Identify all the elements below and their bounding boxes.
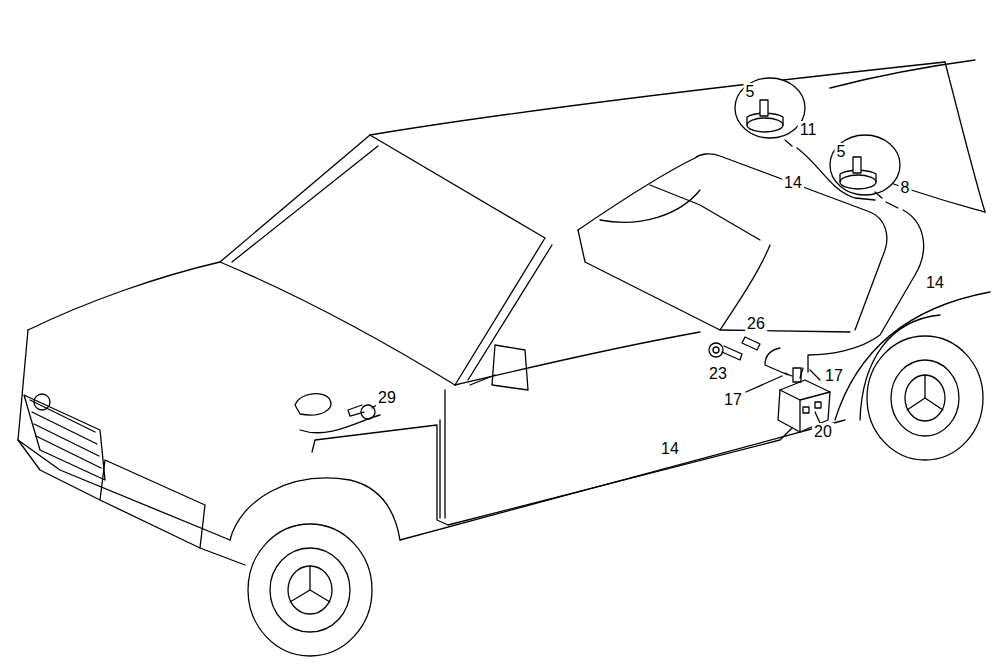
rear-wheel [867, 336, 983, 460]
callout-number: 8 [899, 179, 912, 197]
car-body [468, 245, 552, 380]
front-wheel [310, 590, 330, 602]
callout-number: 5 [835, 143, 848, 161]
car-body [830, 60, 975, 88]
callout-number: 5 [744, 83, 757, 101]
car-body [18, 60, 990, 565]
car-body [492, 345, 528, 390]
rear-seat [600, 190, 700, 222]
vacuum-element [747, 118, 783, 132]
car-body [455, 332, 700, 385]
leader-line [372, 370, 820, 423]
rear-wheel [905, 375, 945, 421]
small-parts [348, 337, 792, 419]
car-body [200, 548, 245, 565]
vacuum-element [853, 157, 861, 173]
small-parts [713, 347, 719, 353]
rear-wheel [891, 360, 959, 436]
vacuum-hose [808, 210, 924, 372]
vacuum-hose [312, 425, 795, 525]
leader-line [746, 376, 782, 392]
vacuum-hose [312, 140, 924, 525]
car-body [444, 390, 445, 518]
small-parts [742, 337, 760, 350]
car-body [220, 135, 370, 262]
car-body [945, 62, 985, 212]
small-parts [785, 373, 792, 376]
front-wheel [248, 524, 372, 656]
car-body [835, 292, 990, 420]
vacuum-hose [886, 202, 898, 208]
front-wheel [288, 566, 332, 614]
car-body [470, 375, 495, 385]
rear-seat [578, 154, 887, 332]
callout-number: 17 [722, 391, 744, 409]
callout-number: 23 [707, 365, 729, 383]
callout-number: 20 [812, 423, 834, 441]
leader-line [815, 412, 820, 423]
car-body [220, 262, 455, 385]
car-body [100, 460, 205, 548]
vacuum-pump [799, 400, 800, 432]
vacuum-hose [785, 140, 792, 146]
callout-number: 26 [745, 315, 767, 333]
vacuum-hose [765, 348, 788, 375]
car-body [295, 394, 331, 415]
car-body [36, 436, 101, 468]
vacuum-element [830, 135, 900, 195]
car-body [18, 440, 100, 500]
car-body [28, 262, 220, 330]
front-wheel [290, 566, 310, 602]
car-body [370, 135, 545, 238]
car-body [232, 146, 378, 262]
vacuum-element [840, 175, 876, 189]
rear-wheel [860, 315, 940, 420]
vacuum-hose [875, 192, 882, 198]
car-body [370, 62, 945, 135]
leader-line [810, 370, 820, 380]
callout-number: 29 [376, 389, 398, 407]
vacuum-pump [793, 368, 801, 382]
callout-number: 11 [798, 121, 819, 139]
callout-number: 14 [659, 440, 681, 458]
car-body [439, 420, 440, 518]
rear-seat [578, 154, 887, 330]
vacuum-pump [780, 390, 830, 400]
vacuum-element [760, 100, 768, 116]
car-body [455, 238, 545, 385]
vacuum-element [735, 78, 805, 138]
car-body [300, 415, 380, 433]
vacuum-element [735, 78, 900, 195]
small-parts [722, 346, 742, 360]
car-body [230, 478, 400, 540]
rear-seat [578, 230, 850, 332]
car-body [24, 395, 105, 480]
rear-wheel [925, 398, 943, 410]
rear-wheel [907, 375, 925, 410]
vacuum-pump [815, 402, 821, 408]
callout-number: 17 [823, 367, 845, 385]
callout-number: 14 [782, 174, 804, 192]
rear-seat [650, 185, 760, 240]
car-body [18, 330, 28, 440]
vacuum-pump [803, 407, 809, 413]
front-wheel [248, 524, 372, 656]
car-body [34, 394, 50, 410]
front-wheel [270, 548, 350, 632]
callout-number: 14 [924, 274, 946, 292]
small-parts [709, 343, 723, 357]
